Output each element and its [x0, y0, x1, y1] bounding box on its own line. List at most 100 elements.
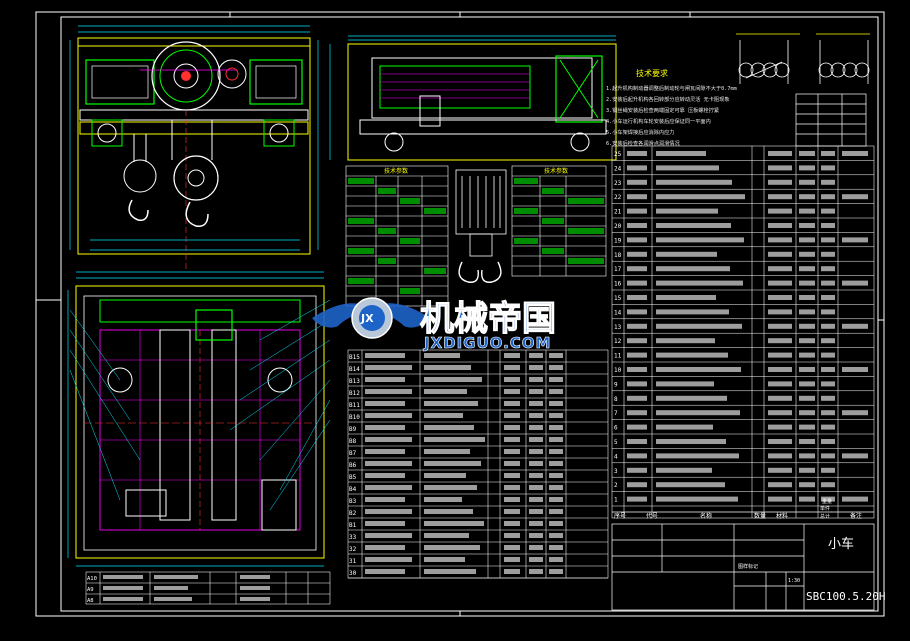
bom-text-mark [627, 179, 647, 185]
bom-bottom-left-fill [103, 575, 270, 601]
bom-text-mark [549, 449, 563, 454]
bom-col-qty: 数量 [754, 512, 766, 520]
bom-col-remark: 备注 [850, 512, 862, 520]
tech-req-title: 技术要求 [636, 68, 668, 78]
bom-text-mark [549, 509, 563, 514]
bom-text-mark [504, 401, 520, 406]
bom-text-mark [365, 413, 412, 418]
bom-text-mark [627, 453, 647, 459]
bom-text-mark [549, 545, 563, 550]
bom-text-mark [365, 461, 412, 466]
bom-text-mark [821, 179, 835, 185]
bom-text-mark [768, 280, 792, 286]
bom-item-code: 25 [614, 151, 622, 158]
bom-text-mark [627, 323, 647, 329]
bom-text-mark [842, 496, 868, 502]
bom-item-code: 3 [614, 468, 618, 475]
bom-text-mark [365, 509, 412, 514]
bom-text-mark [504, 365, 520, 370]
bom-col-unit: 单件 [820, 505, 830, 512]
bom-text-mark [504, 569, 520, 574]
bom-text-mark [821, 338, 835, 344]
bom-text-mark [529, 461, 543, 466]
bom-right-rows [612, 160, 874, 507]
bom-text-mark [365, 389, 412, 394]
bom-text-mark [656, 439, 726, 444]
bom-text-mark [529, 485, 543, 490]
bom-text-mark [656, 266, 730, 272]
bom-text-mark [549, 425, 563, 430]
bom-text-mark [656, 223, 731, 228]
bom-text-mark [549, 437, 563, 442]
bom-text-mark [549, 401, 563, 406]
bom-item-code: 7 [614, 410, 618, 417]
bom-item-code: B14 [349, 366, 360, 373]
bom-text-mark [424, 377, 482, 382]
bom-text-mark [529, 545, 543, 550]
bom-item-code: 30 [349, 570, 357, 577]
bom-text-mark [504, 449, 520, 454]
bom-text-mark [424, 389, 467, 394]
bom-text-mark [504, 485, 520, 490]
bom-text-mark [799, 410, 815, 416]
bom-text-mark [424, 509, 473, 514]
bom-text-mark [627, 439, 647, 444]
bom-text-mark [799, 280, 815, 286]
bom-text-mark [627, 496, 647, 502]
drawing-number: SBC100.5.20H [806, 590, 885, 603]
bom-text-mark [424, 353, 460, 358]
bom-text-mark [768, 467, 792, 473]
bom-text-mark [842, 151, 868, 156]
bom-text-mark [627, 251, 647, 257]
bom-text-mark [424, 485, 477, 490]
bom-text-mark [842, 280, 868, 286]
bom-header: 序号 代号 名称 数量 材料 单件 总计 备注 重量 [612, 498, 874, 520]
bom-text-mark [799, 352, 815, 358]
bom-text-mark [656, 381, 714, 387]
bom-text-mark [627, 223, 647, 228]
bom-text-mark [424, 521, 484, 526]
bom-item-code: B4 [349, 486, 357, 493]
bom-text-mark [799, 179, 815, 185]
bom-item-code: B15 [349, 354, 360, 361]
tech-req-line: 6.安装后检查各润滑点润滑情况 [606, 139, 680, 147]
bom-text-mark [529, 521, 543, 526]
bom-text-mark [424, 365, 471, 370]
bom-text-mark [656, 251, 717, 257]
bom-text-mark [656, 295, 716, 300]
bom-text-mark [504, 497, 520, 502]
bom-item-code: B11 [349, 402, 360, 409]
bom-text-mark [768, 338, 792, 344]
bom-text-mark [656, 395, 727, 401]
bom-text-mark [842, 367, 868, 372]
bom-text-mark [799, 323, 815, 329]
bom-item-code: 22 [614, 194, 622, 201]
bom-text-mark [768, 194, 792, 200]
bom-middle-rows [348, 361, 608, 579]
bom-text-mark [549, 569, 563, 574]
bom-bottom-left-grid [85, 571, 331, 605]
bom-item-code: A8 [87, 598, 94, 604]
bom-text-mark [504, 521, 520, 526]
bom-text-mark [549, 521, 563, 526]
bom-middle-grid [347, 349, 609, 579]
bom-text-mark [768, 352, 792, 358]
bom-item-code: B9 [349, 426, 357, 433]
bom-text-mark [768, 309, 792, 315]
bom-item-code: 15 [614, 295, 622, 302]
bom-text-mark [821, 194, 835, 200]
bom-text-mark [768, 223, 792, 228]
bom-text-mark [627, 194, 647, 200]
bom-text-mark [529, 569, 543, 574]
bom-text-mark [549, 461, 563, 466]
bom-text-mark [821, 323, 835, 329]
bom-item-code: B7 [349, 450, 357, 457]
watermark-name: 机械帝国 [420, 299, 556, 339]
bom-text-mark [627, 295, 647, 300]
bom-text-mark [799, 367, 815, 372]
bom-text-mark [424, 545, 480, 550]
bom-text-mark [768, 367, 792, 372]
bom-text-mark [799, 338, 815, 344]
